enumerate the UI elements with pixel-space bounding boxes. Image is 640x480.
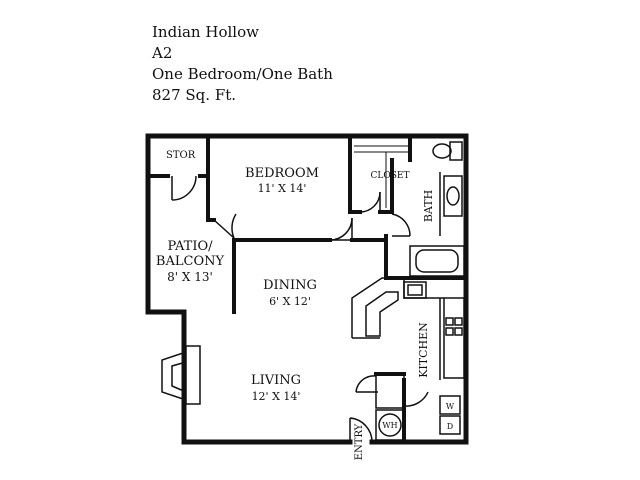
room-label-dining: DINING	[263, 278, 317, 293]
walls	[145, 133, 469, 445]
room-size-patio: 8' X 13'	[167, 270, 213, 284]
room-label-living: LIVING	[251, 373, 301, 388]
room-label-patio: PATIO/	[167, 239, 213, 254]
room-labels: STOR BEDROOM 11' X 14' CLOSET BATH PATIO…	[156, 150, 455, 460]
room-label-bath: BATH	[422, 190, 435, 222]
community-name: Indian Hollow	[152, 23, 259, 41]
closet-shelving	[354, 145, 410, 208]
dryer-label: D	[447, 422, 453, 431]
plan-title-block: Indian Hollow A2 One Bedroom/One Bath 82…	[152, 22, 333, 106]
doors	[171, 175, 429, 443]
room-label-closet: CLOSET	[371, 171, 410, 181]
washer-label: W	[446, 402, 455, 411]
bath-fixtures	[409, 141, 465, 277]
unit-layout: One Bedroom/One Bath	[152, 65, 333, 83]
room-size-bedroom: 11' X 14'	[258, 182, 307, 195]
water-heater-label: WH	[382, 421, 397, 430]
fireplace-symbol	[161, 345, 201, 405]
laundry-appliances	[375, 395, 461, 441]
room-label-bedroom: BEDROOM	[245, 166, 319, 181]
unit-name: A2	[152, 44, 173, 62]
kitchen-counters	[351, 277, 465, 409]
room-size-dining: 6' X 12'	[269, 295, 311, 308]
room-label-stor: STOR	[166, 150, 196, 161]
room-label-entry: ENTRY	[354, 423, 365, 460]
room-size-living: 12' X 14'	[252, 390, 301, 403]
room-label-balcony: BALCONY	[156, 254, 225, 269]
room-label-kitchen: KITCHEN	[417, 322, 430, 378]
unit-area: 827 Sq. Ft.	[152, 86, 237, 104]
